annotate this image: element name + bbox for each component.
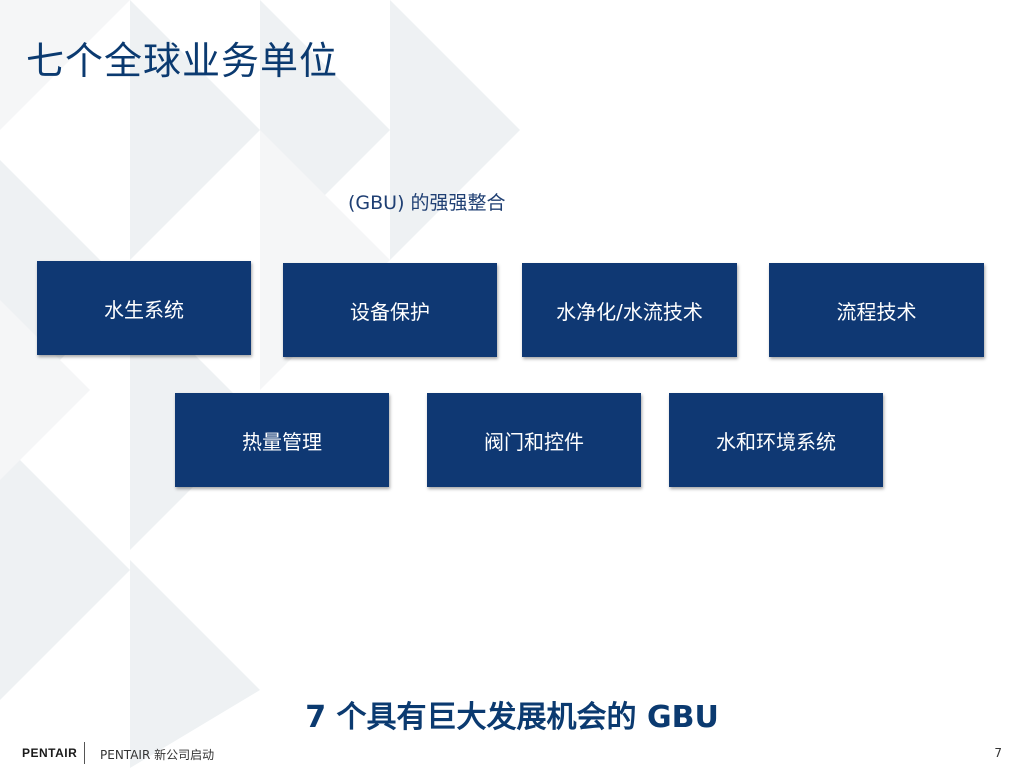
slide-title: 七个全球业务单位	[26, 39, 339, 83]
gbu-box-water-environmental-systems[interactable]: 水和环境系统	[669, 393, 883, 487]
gbu-label: 水净化/水流技术	[556, 299, 703, 324]
gbu-box-aquatic-systems[interactable]: 水生系统	[37, 261, 251, 355]
gbu-box-flow-technologies[interactable]: 流程技术	[769, 263, 984, 357]
gbu-box-water-purification-flow[interactable]: 水净化/水流技术	[522, 263, 737, 357]
gbu-label: 热量管理	[242, 429, 322, 454]
gbu-label: 水生系统	[104, 297, 184, 322]
footer-divider	[84, 742, 85, 764]
slide-footer: PENTAIR PENTAIR 新公司启动 7	[0, 740, 1024, 768]
gbu-label: 阀门和控件	[484, 429, 584, 454]
gbu-label: 水和环境系统	[716, 429, 836, 454]
slide-subtitle: (GBU) 的强强整合	[348, 192, 506, 214]
page-number: 7	[994, 746, 1002, 760]
gbu-label: 流程技术	[836, 299, 917, 324]
footer-text: PENTAIR 新公司启动	[100, 748, 215, 762]
gbu-box-equipment-protection[interactable]: 设备保护	[283, 263, 497, 357]
gbu-label: 设备保护	[350, 299, 430, 324]
gbu-box-thermal-management[interactable]: 热量管理	[175, 393, 389, 487]
slide-tagline: 7 个具有巨大发展机会的 GBU	[305, 700, 719, 735]
gbu-box-valves-controls[interactable]: 阀门和控件	[427, 393, 641, 487]
pentair-logo: PENTAIR	[22, 746, 78, 760]
